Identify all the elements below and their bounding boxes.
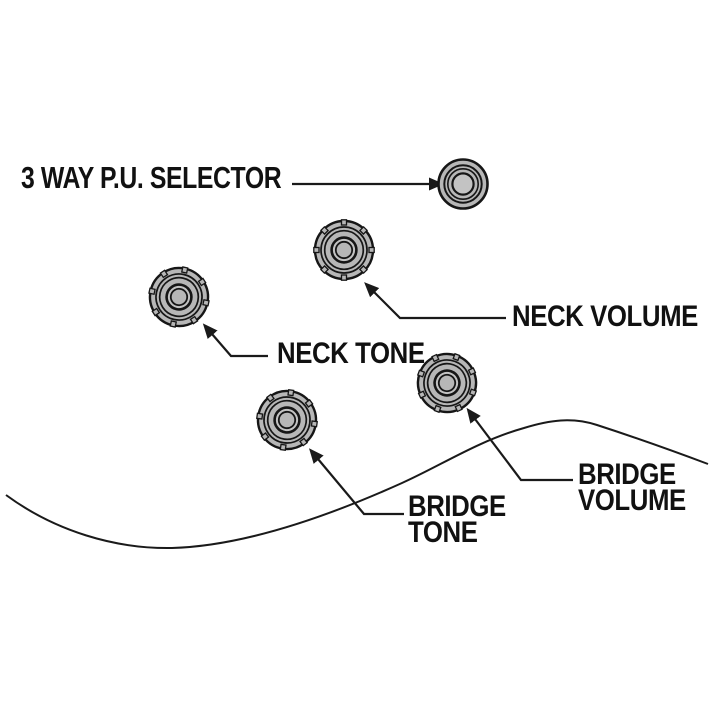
bridge-volume-arrow xyxy=(466,407,573,482)
bridge-volume-label-line1: BRIDGE xyxy=(578,458,676,491)
neck-volume-knob xyxy=(312,218,376,282)
selector-label: 3 WAY P.U. SELECTOR xyxy=(21,160,282,195)
bridge-tone-label-line2: TONE xyxy=(408,516,478,549)
bridge-volume-label: BRIDGE VOLUME xyxy=(578,458,686,517)
pickup-selector-knob xyxy=(437,158,489,210)
bridge-tone-knob xyxy=(251,384,323,456)
bridge-tone-label-line1: BRIDGE xyxy=(408,490,506,523)
bridge-tone-label: BRIDGE TONE xyxy=(408,490,506,549)
bridge-volume-label-line2: VOLUME xyxy=(578,484,686,517)
neck-tone-label: NECK TONE xyxy=(277,337,425,370)
guitar-body-outline xyxy=(5,419,709,550)
neck-volume-arrow xyxy=(364,282,506,320)
neck-tone-knob xyxy=(141,259,217,335)
neck-tone-arrow xyxy=(202,323,268,358)
neck-volume-label: NECK VOLUME xyxy=(512,300,698,333)
bridge-tone-arrow xyxy=(309,448,404,516)
